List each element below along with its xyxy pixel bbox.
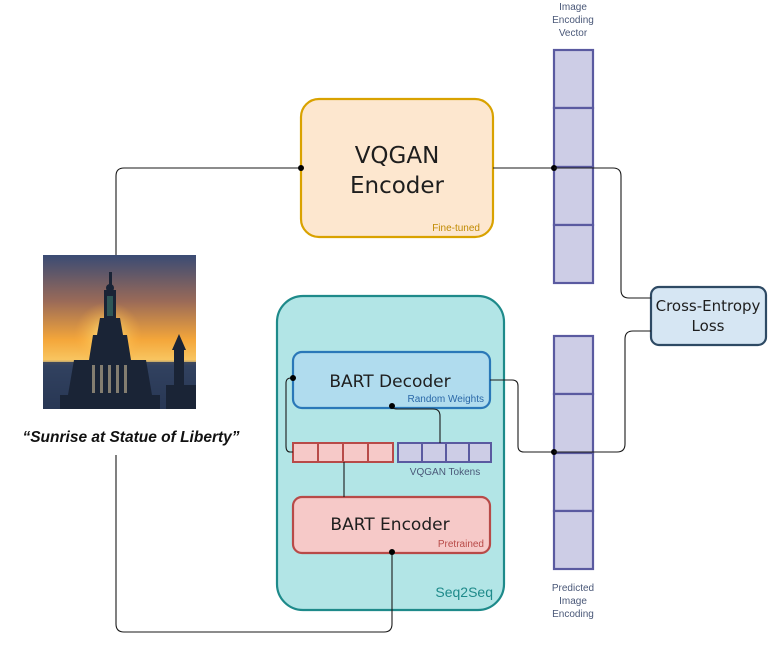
vqgan-encoder-title-line2: Encoder xyxy=(350,173,445,199)
bart-decoder-title: BART Decoder xyxy=(329,372,450,392)
cross-entropy-label-2: Loss xyxy=(692,317,725,335)
connector-predicted-to-loss xyxy=(554,330,651,453)
vqgan-tokens-label: VQGAN Tokens xyxy=(410,467,480,478)
bart-decoder-block: BART Decoder Random Weights xyxy=(291,350,492,410)
image-encoding-vector-label-1: Image xyxy=(559,2,587,13)
image-encoding-vector xyxy=(552,48,595,285)
bart-encoder-block: BART Encoder Pretrained xyxy=(291,495,492,555)
connector-dot xyxy=(298,165,304,171)
text-token xyxy=(367,442,394,463)
cross-entropy-loss-box xyxy=(649,285,768,347)
text-token xyxy=(342,442,369,463)
connector-vector-to-loss xyxy=(554,167,651,299)
predicted-image-encoding-label-1: Predicted xyxy=(552,583,594,594)
image-encoding-vector-label-3: Vector xyxy=(559,28,588,39)
input-caption: “Sunrise at Statue of Liberty” xyxy=(22,429,239,446)
vector-cell xyxy=(552,48,595,110)
predicted-image-encoding-label-2: Image xyxy=(559,596,587,607)
vqgan-token xyxy=(397,442,423,463)
bart-encoder-note: Pretrained xyxy=(438,539,484,550)
bart-encoder-title: BART Encoder xyxy=(330,515,449,535)
bart-decoder-note: Random Weights xyxy=(407,394,484,405)
seq2seq-label: Seq2Seq xyxy=(435,584,493,600)
vqgan-encoder-note: Fine-tuned xyxy=(432,223,480,234)
vqgan-token xyxy=(445,442,470,463)
connector-tokens-to-decoder xyxy=(285,377,293,453)
vector-cell xyxy=(552,451,595,513)
input-image-statue-of-liberty xyxy=(43,255,196,409)
predicted-image-encoding-label-3: Encoding xyxy=(552,609,594,620)
text-token xyxy=(317,442,344,463)
vector-cell xyxy=(552,106,595,169)
predicted-image-encoding xyxy=(552,334,595,571)
connectors xyxy=(115,165,651,633)
connector-dot xyxy=(389,403,395,409)
vector-cell xyxy=(552,392,595,455)
connector-dot xyxy=(389,549,395,555)
image-encoding-vector-label-2: Encoding xyxy=(552,15,594,26)
vector-cell xyxy=(552,165,595,227)
cross-entropy-label-1: Cross-Entropy xyxy=(656,297,761,315)
vqgan-token-row xyxy=(397,442,492,463)
vector-cell xyxy=(552,334,595,396)
vector-cell xyxy=(552,509,595,571)
text-token xyxy=(292,442,319,463)
vqgan-encoder-title-line1: VQGAN xyxy=(355,143,440,169)
vector-cell xyxy=(552,223,595,285)
vqgan-encoder-block: VQGAN Encoder Fine-tuned xyxy=(299,97,495,239)
connector-decoder-to-predicted xyxy=(490,379,554,453)
vqgan-token xyxy=(421,442,447,463)
connector-caption-to-bart-encoder xyxy=(115,455,393,633)
cross-entropy-loss-block: Cross-Entropy Loss xyxy=(649,285,768,347)
text-token-row xyxy=(292,442,394,463)
vqgan-token xyxy=(468,442,492,463)
connector-dot xyxy=(290,375,296,381)
connector-image-to-vqgan xyxy=(115,167,301,255)
